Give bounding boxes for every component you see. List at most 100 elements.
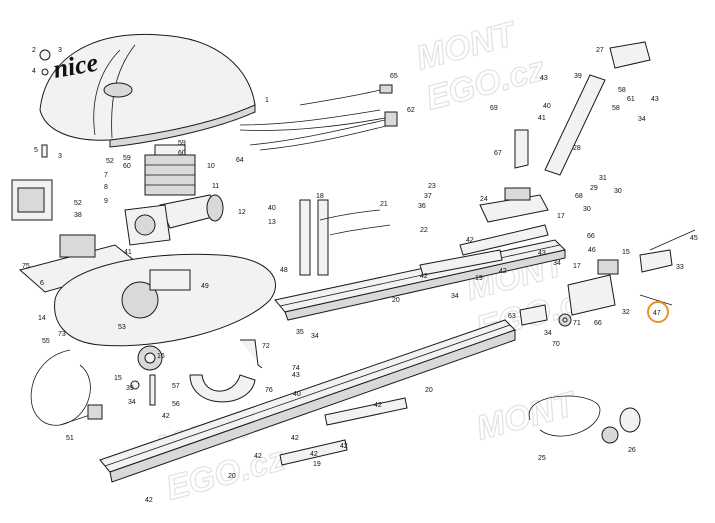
callout-27: 27: [596, 47, 604, 54]
callout-30: 30: [583, 206, 591, 213]
callout-43: 43: [292, 372, 300, 379]
callout-42: 42: [499, 268, 507, 275]
callout-62: 62: [407, 107, 415, 114]
release-cable: [528, 395, 641, 444]
callout-40: 40: [268, 205, 276, 212]
callout-59: 59: [123, 155, 131, 162]
callout-34: 34: [311, 333, 319, 340]
callout-17: 17: [557, 213, 565, 220]
callout-51: 51: [66, 435, 74, 442]
callout-17: 17: [573, 263, 581, 270]
callout-19: 19: [475, 275, 483, 282]
callout-60: 60: [123, 163, 131, 170]
callout-42: 42: [374, 402, 382, 409]
callout-23: 23: [428, 183, 436, 190]
callout-42: 42: [340, 443, 348, 450]
callout-63: 63: [508, 313, 516, 320]
callout-34: 34: [544, 330, 552, 337]
callout-70: 70: [552, 341, 560, 348]
base-plate: [54, 253, 276, 347]
callout-42: 42: [162, 413, 170, 420]
callout-1: 1: [265, 97, 269, 104]
callout-48: 48: [280, 267, 288, 274]
callout-36: 36: [418, 203, 426, 210]
callout-53: 53: [118, 324, 126, 331]
callout-65: 65: [390, 73, 398, 80]
callout-42: 42: [291, 435, 299, 442]
callout-39: 39: [126, 385, 134, 392]
callout-64: 64: [236, 157, 244, 164]
callout-52: 52: [106, 158, 114, 165]
callout-55: 55: [42, 338, 50, 345]
callout-20: 20: [425, 387, 433, 394]
callout-29: 29: [590, 185, 598, 192]
wiring-harness: [239, 84, 398, 151]
callout-43: 43: [540, 75, 548, 82]
drive-sprocket: [130, 345, 163, 406]
callout-57: 57: [172, 383, 180, 390]
callout-25: 25: [538, 455, 546, 462]
callout-72: 72: [262, 343, 270, 350]
callout-69: 69: [490, 105, 498, 112]
callout-4: 4: [32, 68, 36, 75]
trolley-carriage: [479, 129, 549, 223]
callout-35: 35: [296, 329, 304, 336]
callout-66: 66: [587, 233, 595, 240]
callout-30: 30: [614, 188, 622, 195]
callout-28: 28: [573, 145, 581, 152]
callout-76: 76: [265, 387, 273, 394]
callout-31: 31: [599, 175, 607, 182]
callout-21: 21: [380, 201, 388, 208]
callout-34: 34: [553, 260, 561, 267]
callout-20: 20: [228, 473, 236, 480]
callout-58: 58: [618, 87, 626, 94]
power-cable: [30, 349, 103, 426]
callout-58: 58: [612, 105, 620, 112]
callout-15: 15: [622, 249, 630, 256]
callout-40: 40: [293, 391, 301, 398]
callout-16: 16: [157, 353, 165, 360]
callout-19: 19: [313, 461, 321, 468]
callout-61: 61: [627, 96, 635, 103]
callout-34: 34: [638, 116, 646, 123]
callout-8: 8: [104, 184, 108, 191]
callout-75: 75: [22, 263, 30, 270]
callout-2: 2: [32, 47, 36, 54]
callout-6: 6: [40, 280, 44, 287]
callout-59: 59: [178, 140, 186, 147]
callout-34: 34: [128, 399, 136, 406]
callout-3: 3: [58, 153, 62, 160]
callout-66: 66: [594, 320, 602, 327]
callout-18: 18: [316, 193, 324, 200]
callout-24: 24: [480, 196, 488, 203]
callout-15: 15: [114, 375, 122, 382]
callout-11: 11: [212, 183, 219, 190]
callout-32: 32: [622, 309, 630, 316]
callout-68: 68: [575, 193, 583, 200]
callout-33: 33: [676, 264, 684, 271]
control-board: [11, 179, 142, 293]
callout-42: 42: [254, 453, 262, 460]
callout-40: 40: [543, 103, 551, 110]
idler-pulley: [519, 304, 572, 327]
callout-5: 5: [34, 147, 38, 154]
callout-52: 52: [74, 200, 82, 207]
mounting-bars: [279, 199, 549, 466]
callout-26: 26: [628, 447, 636, 454]
callout-13: 13: [268, 219, 276, 226]
callout-14: 14: [38, 315, 46, 322]
callout-49: 49: [201, 283, 209, 290]
callout-41: 41: [124, 249, 132, 256]
callout-67: 67: [494, 150, 502, 157]
callout-10: 10: [207, 163, 215, 170]
callout-46: 46: [588, 247, 596, 254]
callout-38: 38: [74, 212, 82, 219]
callout-74: 74: [292, 365, 300, 372]
gear-motor: [124, 194, 224, 246]
callout-47: 47: [653, 310, 661, 317]
callout-7: 7: [104, 172, 108, 179]
motor-cover: nice: [39, 33, 256, 158]
door-arm: [544, 41, 651, 176]
